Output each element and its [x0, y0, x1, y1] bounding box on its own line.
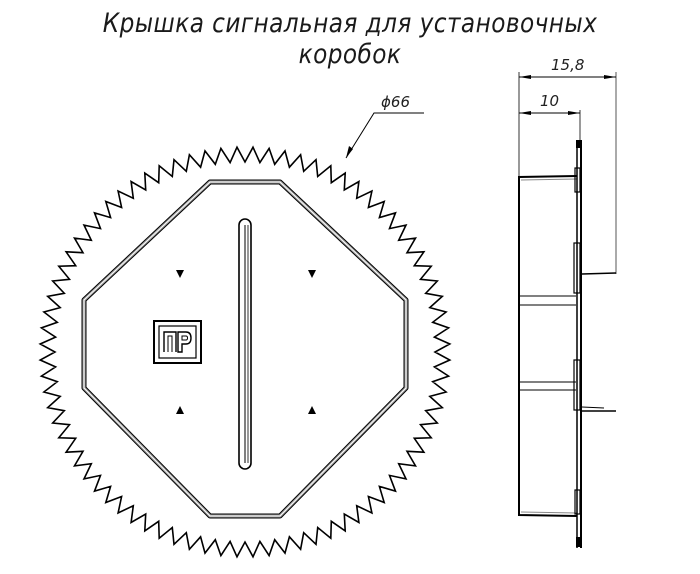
side-body — [518, 175, 578, 517]
marker-triangle-up-icon — [176, 406, 184, 414]
side-tabs — [581, 272, 617, 412]
marker-triangle-up-icon — [308, 406, 316, 414]
dimension-label-10: 10 — [540, 92, 559, 110]
marker-triangles — [176, 270, 316, 414]
dimension-label-15-8: 15,8 — [551, 56, 584, 74]
front-view: ϕ66 — [38, 93, 452, 559]
marker-triangle-down-icon — [176, 270, 184, 278]
gear-outline — [38, 145, 452, 559]
diameter-label: ϕ66 — [381, 93, 410, 111]
dimension-15-8: 15,8 — [519, 56, 616, 79]
marker-triangle-down-icon — [308, 270, 316, 278]
gr-logo-icon — [153, 320, 202, 364]
octagon-plate — [81, 179, 409, 519]
lid-edge — [573, 140, 582, 548]
side-view: 15,8 10 — [518, 56, 617, 548]
center-slot — [238, 218, 252, 470]
drawing-title: Крышка сигнальная для установочных короб… — [102, 8, 598, 70]
dimension-10: 10 — [519, 92, 580, 115]
diameter-dimension: ϕ66 — [345, 93, 424, 159]
